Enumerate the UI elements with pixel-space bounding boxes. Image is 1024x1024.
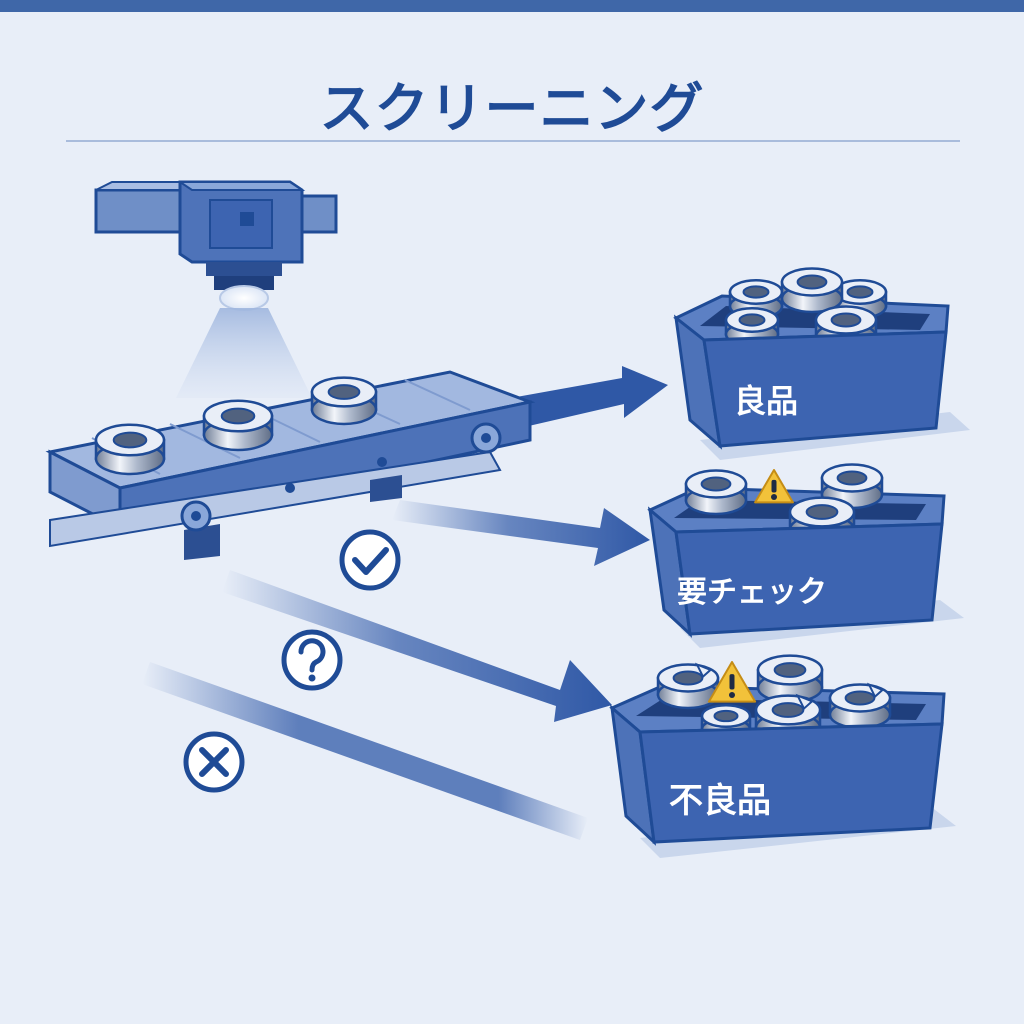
check-icon <box>339 529 401 591</box>
conveyor-parts <box>94 376 378 476</box>
check-parts <box>684 463 884 546</box>
cross-icon <box>183 731 245 793</box>
part <box>780 267 844 314</box>
bin-label-defective: 不良品 <box>669 781 771 821</box>
sort-flows <box>142 366 668 840</box>
flow-to-check <box>392 500 650 566</box>
warning-icon <box>707 661 757 703</box>
conveyor-part <box>310 376 378 426</box>
warning-icon <box>754 469 794 504</box>
conveyor-part <box>202 399 274 452</box>
bin-defective <box>609 654 956 858</box>
part <box>684 469 748 516</box>
camera-light-beam <box>176 308 312 398</box>
part <box>756 654 824 704</box>
sorting-bins <box>609 267 970 858</box>
bin-label-good: 良品 <box>734 382 798 420</box>
bin-check <box>647 463 964 648</box>
bin-good <box>673 267 970 460</box>
conveyor-belt <box>45 370 536 560</box>
part <box>828 682 892 730</box>
inspection-camera <box>94 180 338 311</box>
flow-rejected-stream <box>142 662 588 840</box>
title-divider <box>66 140 960 142</box>
top-accent-bar <box>0 0 1024 12</box>
page-title: スクリーニング <box>319 77 705 140</box>
question-icon <box>281 629 343 691</box>
conveyor-part <box>94 423 166 476</box>
bin-label-check: 要チェック <box>677 575 827 610</box>
flow-to-defective <box>222 570 612 722</box>
part <box>656 662 720 710</box>
